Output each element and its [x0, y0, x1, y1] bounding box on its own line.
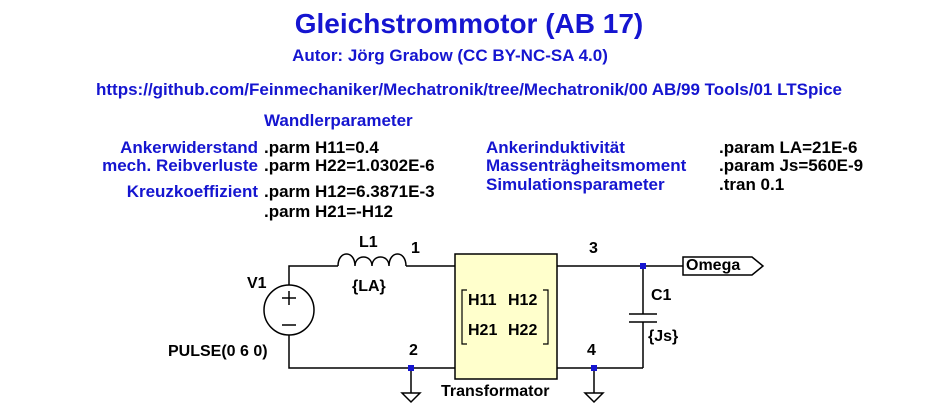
- matrix-h21: H21: [468, 322, 498, 339]
- omega-port-label: Omega: [686, 257, 741, 274]
- param-label-ankerwiderstand: Ankerwiderstand: [120, 138, 258, 157]
- capacitor-value: {Js}: [648, 328, 679, 345]
- matrix-h11: H11: [468, 292, 497, 309]
- author-line: Autor: Jörg Grabow (CC BY-NC-SA 4.0): [292, 46, 608, 65]
- param-value-la: .param LA=21E-6: [719, 138, 858, 157]
- inductor-l1: [337, 253, 407, 267]
- param-label-kreuzkoeffizient: Kreuzkoeffizient: [126, 182, 258, 201]
- param-value-tran: .tran 0.1: [719, 175, 785, 194]
- node-label-2: 2: [409, 342, 418, 359]
- param-value-js: .param Js=560E-9: [719, 156, 864, 175]
- capacitor-name: C1: [651, 287, 672, 304]
- voltage-source-icon: [263, 284, 315, 336]
- param-value-h12: .parm H12=6.3871E-3: [264, 182, 435, 201]
- node-label-4: 4: [587, 342, 596, 359]
- param-label-massentraegheit: Massenträgheitsmoment: [486, 156, 687, 175]
- source-name: V1: [247, 275, 267, 292]
- junction-ground-left: [408, 365, 414, 371]
- junction-node3: [640, 263, 646, 269]
- source-value: PULSE(0 6 0): [168, 343, 268, 360]
- params-heading: Wandlerparameter: [264, 111, 413, 130]
- node-label-3: 3: [589, 240, 598, 257]
- page-title: Gleichstrommotor (AB 17): [294, 8, 644, 39]
- param-label-ankerinduktivitaet: Ankerinduktivität: [486, 138, 625, 157]
- param-value-h11: .parm H11=0.4: [264, 138, 379, 157]
- transformer-label: Transformator: [441, 383, 550, 400]
- repository-url: https://github.com/Feinmechaniker/Mechat…: [96, 80, 842, 99]
- matrix-brackets: [461, 289, 549, 345]
- matrix-h12: H12: [508, 292, 538, 309]
- param-label-reibverluste: mech. Reibverluste: [102, 156, 258, 175]
- inductor-value: {LA}: [352, 278, 386, 295]
- param-value-h22: .parm H22=1.0302E-6: [264, 156, 435, 175]
- omega-port-icon: [682, 256, 765, 276]
- param-label-simulation: Simulationsparameter: [486, 175, 665, 194]
- node-label-1: 1: [411, 240, 420, 257]
- param-value-h21: .parm H21=-H12: [264, 202, 393, 221]
- inductor-name: L1: [359, 234, 378, 251]
- matrix-h22: H22: [508, 322, 538, 339]
- junction-ground-right: [591, 365, 597, 371]
- wire-source-bottom: [288, 335, 455, 369]
- wire-source-top: [288, 265, 338, 285]
- transformer-block: [454, 253, 558, 380]
